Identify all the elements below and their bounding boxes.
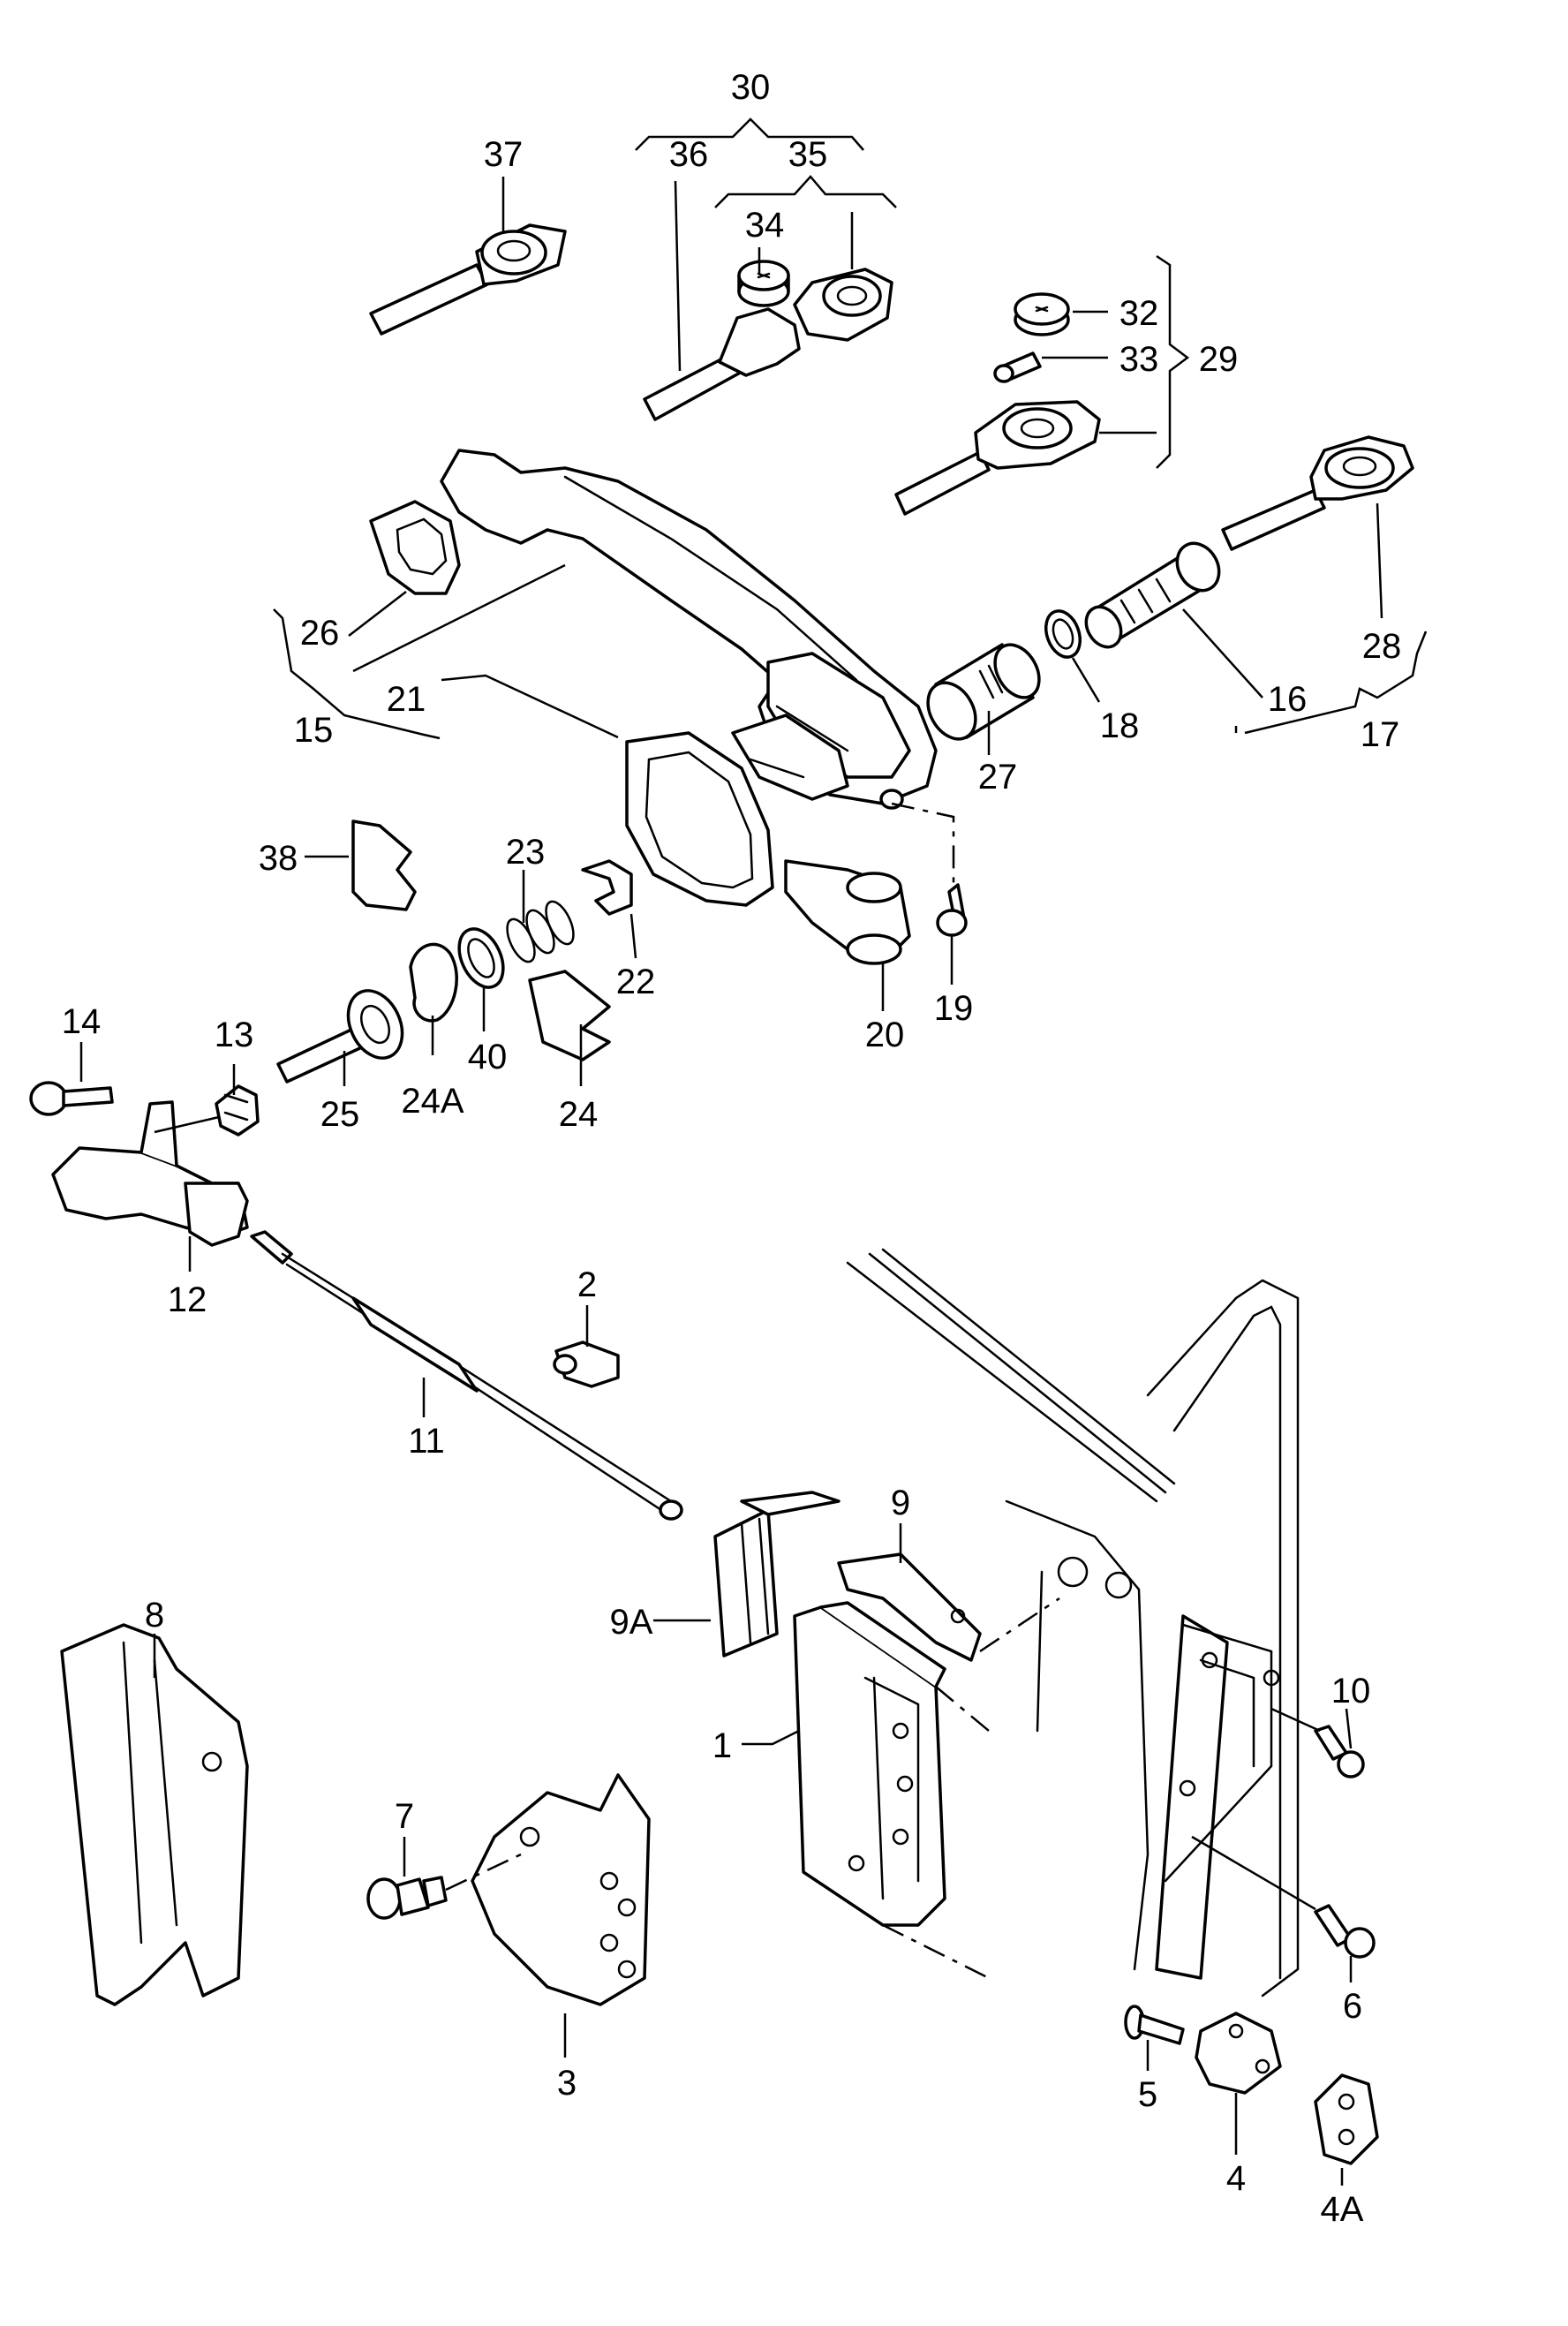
ring-40-drawing: [457, 927, 505, 989]
label-12: 12: [168, 1280, 207, 1319]
door-lock-1-drawing: [793, 1601, 946, 1927]
label-13: 13: [215, 1016, 254, 1054]
seal-26-drawing: [369, 500, 461, 595]
part-labels: 30 37 36 35 34 32 33 29 26 28 21 15 16 1…: [62, 68, 1402, 2229]
bolt-7-drawing: [366, 1853, 522, 1920]
clip-2-drawing: [553, 1340, 620, 1388]
label-29: 29: [1199, 340, 1239, 379]
gasket-21-drawing: [625, 731, 774, 907]
label-17: 17: [1361, 715, 1400, 754]
cap-34-drawing: [737, 260, 790, 307]
label-14: 14: [62, 1002, 102, 1041]
label-24: 24: [559, 1095, 599, 1134]
clip-22-drawing: [581, 859, 633, 916]
label-3: 3: [557, 2064, 577, 2103]
leader-lines: [79, 117, 1428, 2186]
label-24a: 24A: [401, 1082, 464, 1121]
label-34: 34: [745, 206, 785, 245]
plate-4a-drawing: [1314, 2073, 1379, 2165]
ring-24a-drawing: [409, 942, 458, 1023]
label-8: 8: [145, 1596, 164, 1635]
label-38: 38: [259, 839, 298, 878]
label-36: 36: [669, 135, 709, 174]
sleeve-27-drawing: [926, 643, 1041, 741]
label-11: 11: [408, 1422, 445, 1461]
clip-13-drawing: [215, 1084, 260, 1137]
screw-10-drawing: [1314, 1725, 1365, 1778]
lock-cylinder-16-drawing: [1084, 541, 1221, 649]
label-32: 32: [1119, 294, 1159, 333]
key-28-drawing: [1221, 435, 1414, 551]
screw-6-drawing: [1314, 1904, 1376, 1959]
clip-38-drawing: [351, 819, 417, 911]
label-21: 21: [387, 680, 426, 719]
key-36-drawing: [643, 307, 801, 421]
clip-20-drawing: [784, 859, 911, 965]
label-23: 23: [506, 833, 546, 872]
bracket-9-drawing: [837, 1552, 982, 1662]
cable-11-drawing: [250, 1230, 683, 1521]
label-5: 5: [1138, 2075, 1157, 2114]
label-15: 15: [294, 711, 334, 750]
screw-5-drawing: [1124, 2005, 1185, 2045]
inner-handle-12-drawing: [51, 1100, 249, 1247]
remote-key-29-drawing: [894, 400, 1101, 516]
striker-4-drawing: [1195, 2012, 1282, 2095]
key-37-drawing: [369, 223, 567, 336]
label-40: 40: [468, 1038, 508, 1076]
label-19: 19: [934, 989, 974, 1028]
label-2: 2: [577, 1265, 597, 1304]
label-22: 22: [616, 963, 656, 1001]
pin-25-drawing: [276, 989, 404, 1084]
label-7: 7: [395, 1797, 414, 1836]
label-37: 37: [484, 135, 524, 174]
label-28: 28: [1362, 627, 1402, 666]
transmitter-35-drawing: [793, 268, 893, 342]
spring-23-drawing: [506, 900, 575, 963]
label-25: 25: [320, 1095, 360, 1134]
label-35: 35: [788, 135, 828, 174]
label-4: 4: [1226, 2159, 1246, 2198]
screw-14-drawing: [29, 1081, 114, 1116]
label-10: 10: [1331, 1672, 1371, 1711]
label-6: 6: [1343, 1987, 1362, 2026]
cap-32-drawing: [1014, 292, 1070, 336]
label-33: 33: [1119, 340, 1159, 379]
bracket-9a-drawing: [713, 1491, 841, 1658]
door-handle-15-drawing: [440, 449, 938, 810]
cover-3-drawing: [471, 1773, 651, 2006]
label-20: 20: [865, 1016, 905, 1054]
bracket-24-drawing: [528, 970, 611, 1061]
label-27: 27: [978, 758, 1018, 797]
label-9: 9: [891, 1484, 910, 1522]
washer-18-drawing: [1044, 609, 1082, 659]
screw-19-drawing: [936, 883, 968, 937]
label-1: 1: [712, 1726, 732, 1765]
trim-8-drawing: [60, 1623, 249, 2006]
label-16: 16: [1268, 680, 1308, 719]
label-4a: 4A: [1321, 2190, 1364, 2229]
label-18: 18: [1100, 706, 1140, 745]
bulb-33-drawing: [993, 351, 1042, 383]
label-30: 30: [731, 68, 771, 107]
label-9a: 9A: [610, 1603, 653, 1642]
label-26: 26: [300, 614, 340, 653]
